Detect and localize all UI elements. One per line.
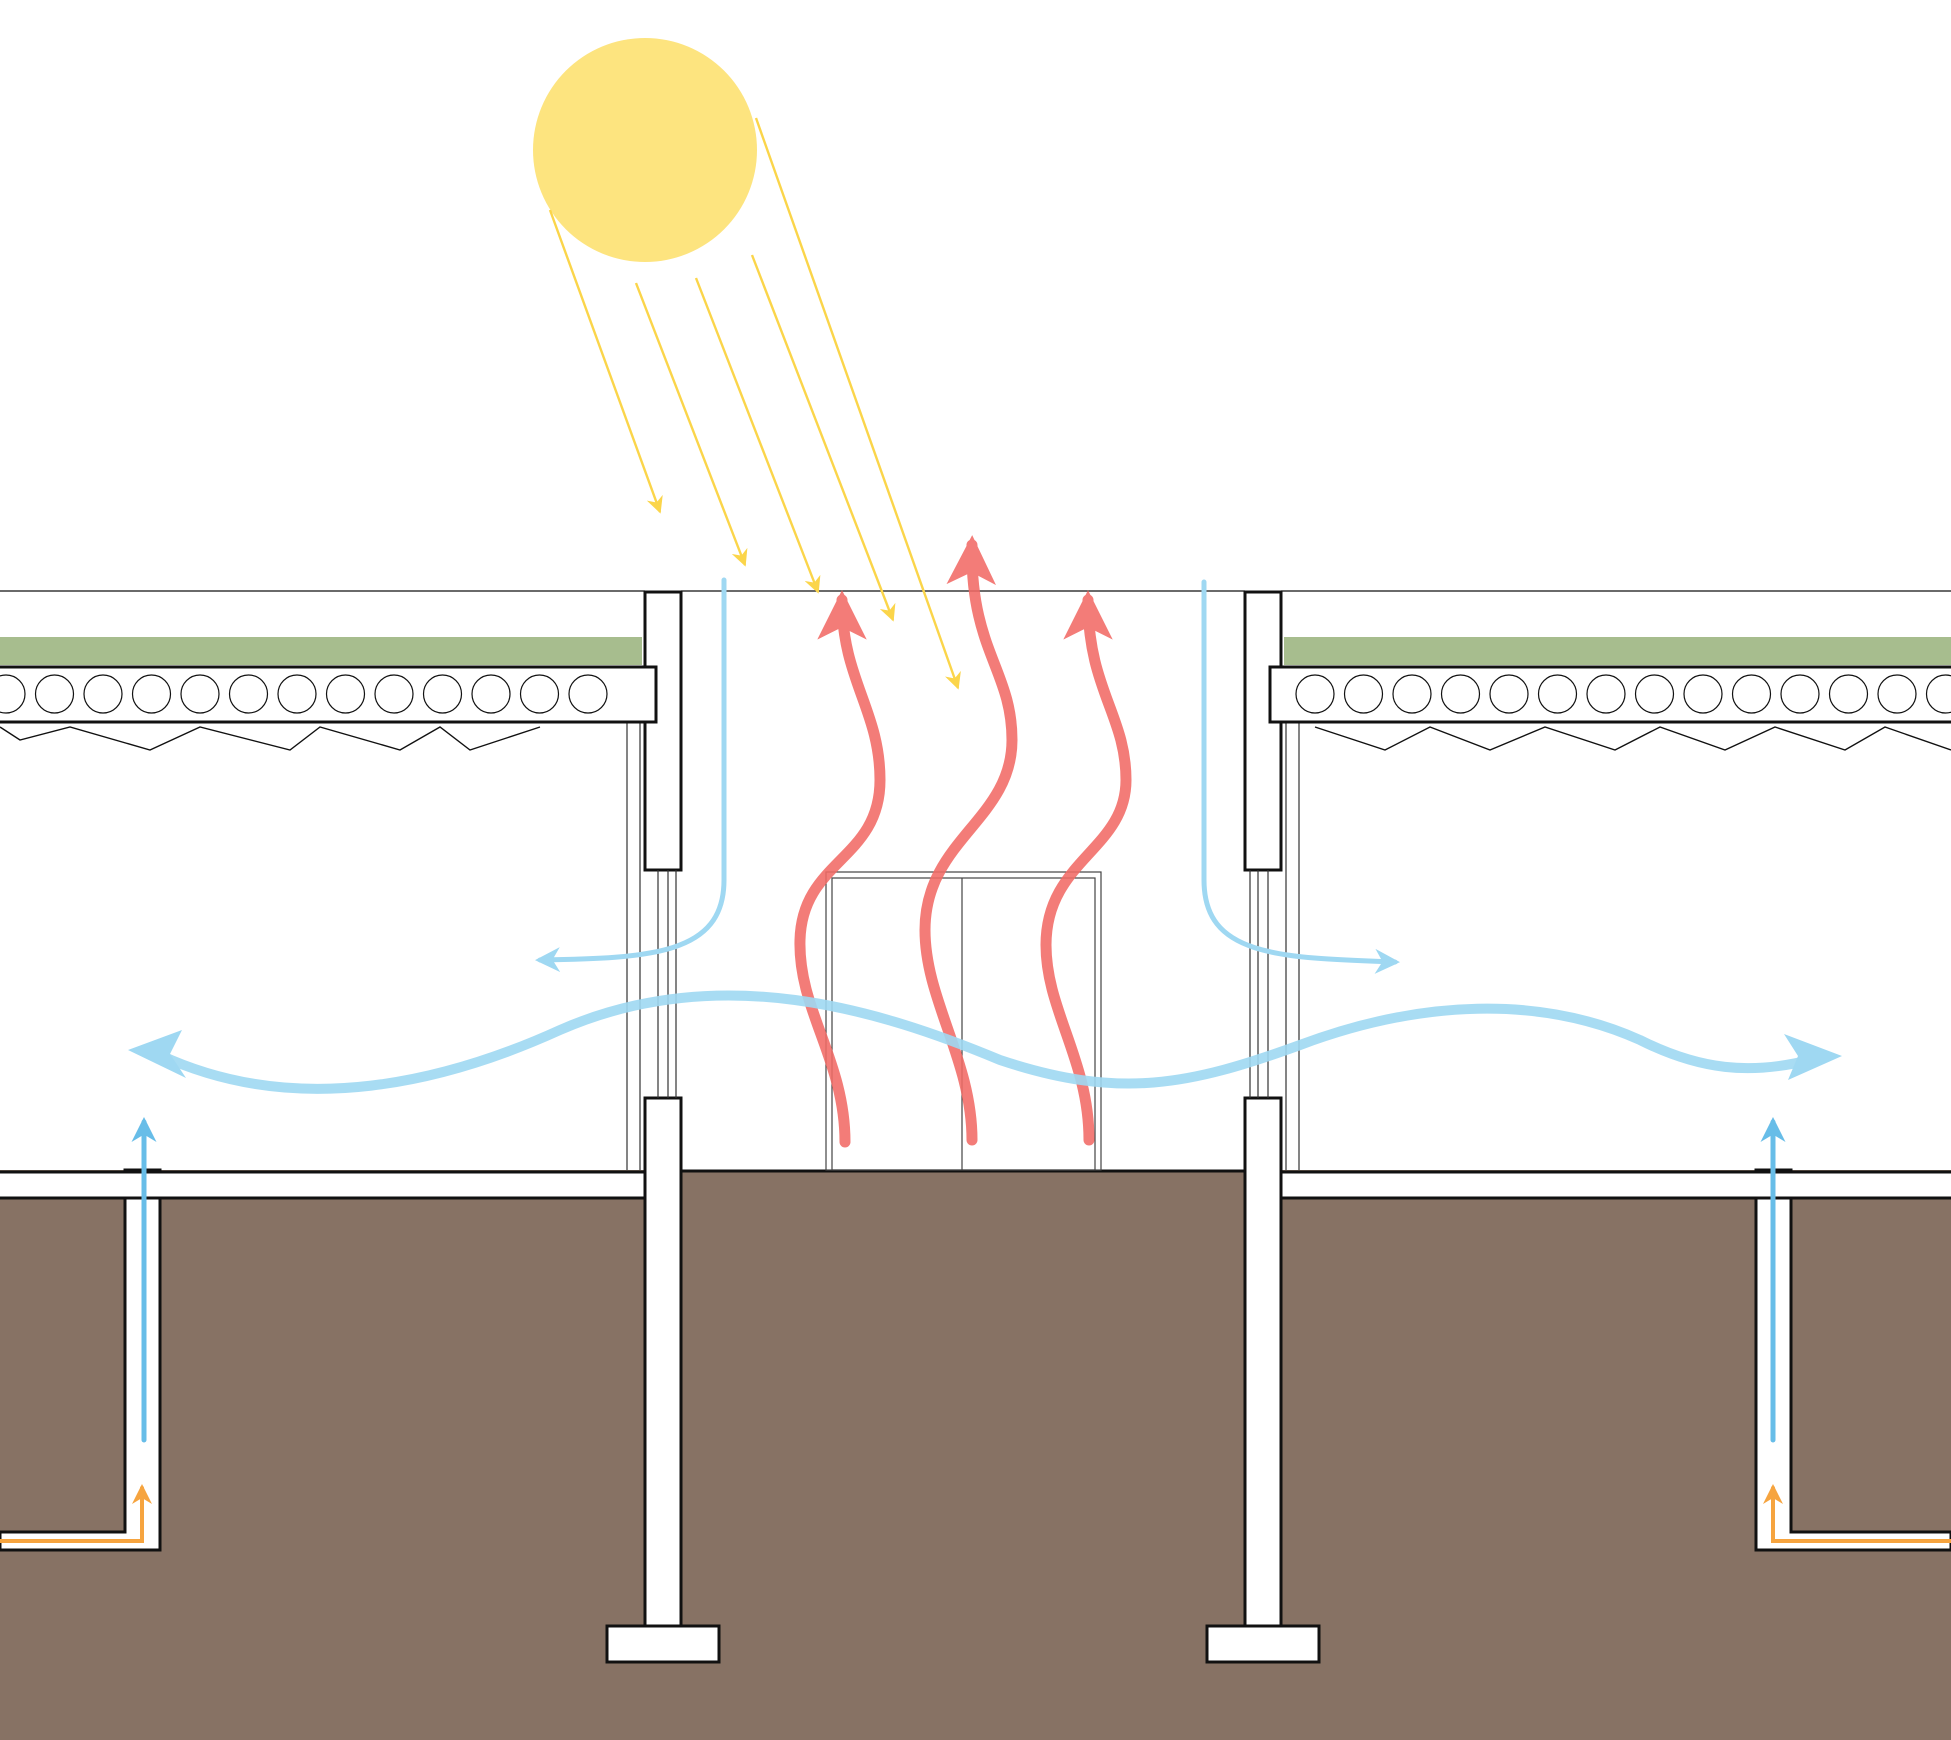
glazing-left	[626, 720, 677, 1170]
sun-icon	[533, 38, 757, 262]
hollow-core-void	[1586, 674, 1626, 714]
hollow-core-void	[568, 674, 608, 714]
hollow-core-void	[34, 674, 75, 714]
hollow-core-void	[422, 674, 463, 714]
hollow-core-void	[471, 674, 511, 714]
hot-air-plumes	[794, 535, 1132, 1148]
hollow-core-void	[228, 674, 269, 714]
hollow-core-void	[1440, 674, 1481, 714]
hollow-core-void	[1489, 674, 1529, 714]
hollow-core-voids-left	[0, 674, 608, 714]
hollow-core-void	[1877, 674, 1917, 714]
hollow-core-void	[180, 674, 220, 714]
green-roof-right	[1284, 637, 1951, 665]
warm-intake-right	[1763, 1484, 1951, 1543]
hot-air-plume	[919, 535, 1018, 1146]
courtyard-soil	[682, 1170, 1244, 1190]
hollow-core-voids-right	[1295, 674, 1951, 714]
green-roof-left	[0, 637, 642, 665]
wall-left	[605, 590, 721, 1664]
hollow-core-void	[325, 674, 366, 714]
ceiling-baffles-right	[1314, 726, 1951, 751]
sun-ray	[750, 254, 896, 622]
courtyard-door-frame	[825, 871, 1102, 1171]
ceiling-baffles-left	[0, 726, 541, 751]
sun-ray	[694, 277, 821, 594]
hollow-core-void	[1731, 674, 1772, 714]
floor-slab-left	[0, 1170, 657, 1200]
hollow-core-void	[1683, 674, 1723, 714]
hollow-core-void	[374, 674, 414, 714]
hollow-core-void	[1925, 674, 1951, 714]
hollow-core-void	[1295, 674, 1335, 714]
earth-duct-flows	[0, 1117, 1951, 1543]
floor-slab-right	[1268, 1170, 1951, 1200]
cool-downdraft-left	[535, 577, 727, 973]
hot-air-plume	[1040, 590, 1132, 1146]
hollow-core-void	[131, 674, 172, 714]
hollow-core-void	[1634, 674, 1675, 714]
hollow-core-void	[1343, 674, 1384, 714]
sun-ray	[548, 209, 663, 514]
sun-ray	[634, 282, 748, 567]
wall-right	[1205, 590, 1321, 1664]
cross-ventilation-arrowhead-right	[1784, 1034, 1842, 1080]
hollow-core-void	[1828, 674, 1869, 714]
cross-ventilation-flow	[155, 990, 1815, 1094]
hollow-core-void	[519, 674, 560, 714]
hot-air-plume	[794, 590, 886, 1148]
hollow-core-void	[1780, 674, 1820, 714]
sun-ray	[754, 117, 961, 690]
hollow-core-void	[83, 674, 123, 714]
cool-downdraft-right	[1201, 579, 1400, 974]
cross-ventilation-arrowhead-left	[128, 1030, 186, 1078]
hollow-core-void	[1537, 674, 1578, 714]
warm-intake-left	[0, 1484, 152, 1543]
hollow-core-void	[277, 674, 317, 714]
hollow-core-void	[0, 674, 26, 714]
soil	[0, 1170, 1951, 1740]
hollow-core-void	[1392, 674, 1432, 714]
sun-rays	[548, 117, 961, 690]
cool-downdrafts	[535, 577, 1400, 974]
